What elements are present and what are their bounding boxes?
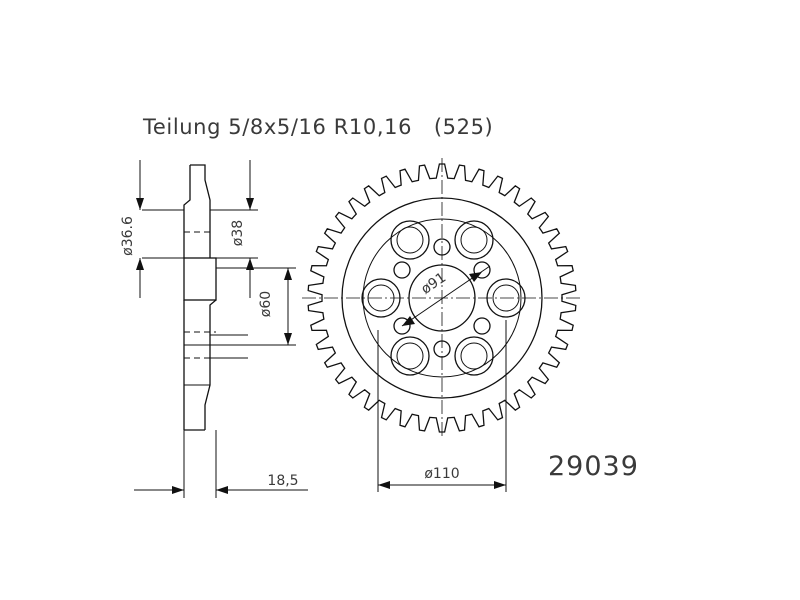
dim-width: 18,5 [267, 473, 298, 489]
side-view: ø36.6 ø38 ø60 18,5 [120, 160, 308, 498]
front-view: ø91 ø110 [302, 158, 582, 492]
dim-d60: ø60 [258, 291, 274, 317]
lightening-holes [361, 220, 526, 376]
part-number: 29039 [548, 451, 639, 482]
dim-d91: ø91 [418, 270, 449, 298]
dim-d36-6: ø36.6 [120, 216, 136, 256]
bolt-circle [362, 218, 522, 378]
centre-bore [408, 264, 476, 332]
bolt-holes [393, 238, 491, 358]
pitch-title: Teilung 5/8x5/16 R10,16 (525) [142, 115, 493, 139]
dim-d110: ø110 [424, 466, 459, 482]
rim-inner-circle [341, 197, 543, 399]
dim-d38: ø38 [230, 220, 246, 246]
sprocket-teeth [307, 163, 577, 433]
